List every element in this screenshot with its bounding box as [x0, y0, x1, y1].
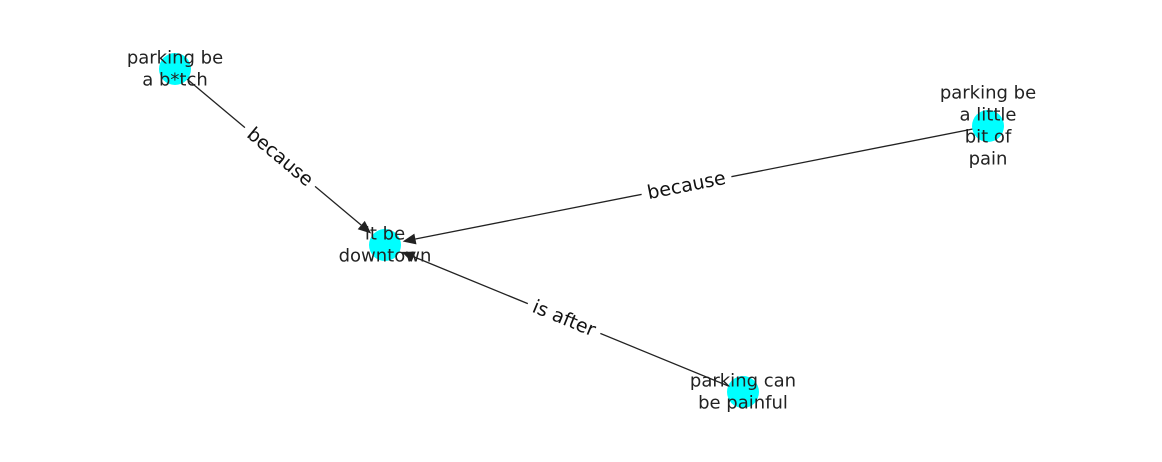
arrowhead-icon: [401, 251, 416, 262]
node-n1-circle: [159, 53, 191, 85]
node-label-line: be painful: [698, 393, 788, 414]
edge-label-group: is after: [523, 292, 605, 345]
node-label-line: bit of: [965, 127, 1012, 148]
edge-label: is after: [529, 296, 599, 342]
edge-label-background: [237, 118, 323, 196]
node-label-line: it be: [365, 224, 405, 245]
node-label-line: downtown: [339, 246, 432, 267]
arrowhead-icon: [402, 233, 417, 245]
node-label-line: pain: [969, 149, 1008, 170]
node-n2-circle: [369, 229, 401, 261]
edge-label: because: [242, 123, 317, 191]
edge-label-group: because: [639, 164, 734, 207]
node-label-line: parking can: [690, 371, 796, 392]
edge-label-background: [523, 292, 605, 345]
node-label-line: parking be: [127, 48, 223, 69]
node-label-line: a b*tch: [142, 70, 208, 91]
node-n4-circle: [727, 376, 759, 408]
edges-layer: [174, 68, 989, 393]
edge-labels-layer: because because is after: [237, 118, 734, 345]
edge-label-background: [639, 164, 734, 207]
node-label-line: parking be: [940, 83, 1036, 104]
edge-label: because: [645, 167, 727, 204]
node-n3-circle: [972, 110, 1004, 142]
node-label-line: a little: [960, 105, 1017, 126]
arrowhead-icon: [357, 220, 372, 234]
edge-label-group: because: [237, 118, 323, 196]
